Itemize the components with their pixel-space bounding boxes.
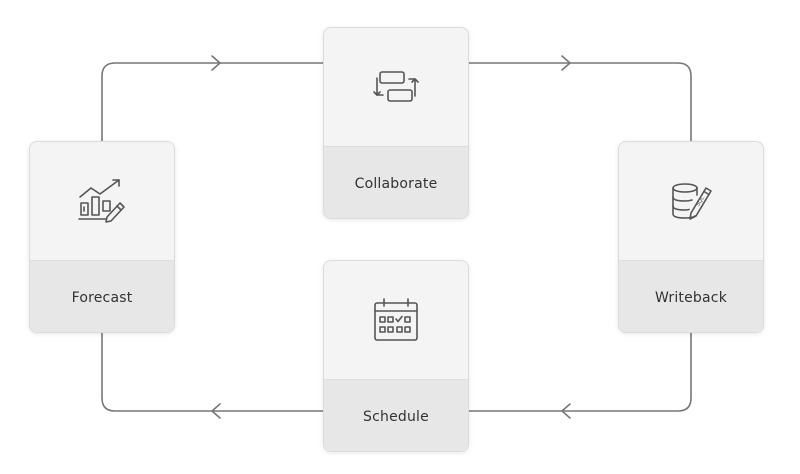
- connector-collaborate-writeback: [468, 62, 692, 142]
- icon-area: [30, 142, 174, 260]
- calendar-icon: [374, 298, 418, 341]
- step-label: Schedule: [324, 379, 468, 451]
- database-sql-icon: SQL: [672, 183, 712, 220]
- arrow-right-icon: [561, 55, 571, 71]
- step-label: Collaborate: [324, 146, 468, 218]
- connector-schedule-forecast: [101, 332, 324, 412]
- step-card-collaborate[interactable]: Collaborate: [323, 27, 469, 219]
- step-card-writeback[interactable]: SQL Writeback: [618, 141, 764, 333]
- arrow-left-icon: [211, 403, 221, 419]
- collaborate-icon: [373, 71, 419, 102]
- step-label: Forecast: [30, 260, 174, 332]
- connector-forecast-collaborate: [101, 62, 324, 142]
- step-label: Writeback: [619, 260, 763, 332]
- forecast-chart-icon: [78, 179, 125, 223]
- icon-area: SQL: [619, 142, 763, 260]
- icon-area: [324, 28, 468, 146]
- step-card-schedule[interactable]: Schedule: [323, 260, 469, 452]
- icon-area: [324, 261, 468, 379]
- connector-writeback-schedule: [468, 332, 692, 412]
- svg-text:SQL: SQL: [695, 195, 706, 208]
- step-card-forecast[interactable]: Forecast: [29, 141, 175, 333]
- arrow-left-icon: [561, 403, 571, 419]
- arrow-right-icon: [211, 55, 221, 71]
